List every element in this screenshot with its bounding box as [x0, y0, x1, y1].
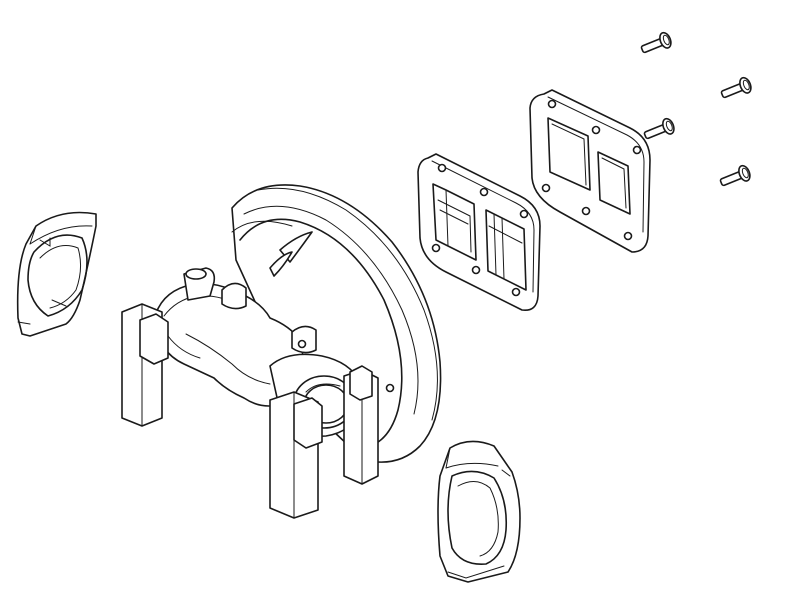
- bolt-3: [643, 117, 675, 140]
- bolt-2: [720, 76, 752, 99]
- bolt-4: [719, 164, 751, 187]
- cover-plate: [529, 89, 651, 253]
- gasket: [417, 153, 541, 312]
- clamp-ring-half-bottom: [437, 440, 521, 583]
- bolt-1: [640, 31, 672, 54]
- pump-housing: [121, 184, 442, 519]
- clamp-ring-half-left: [16, 211, 97, 337]
